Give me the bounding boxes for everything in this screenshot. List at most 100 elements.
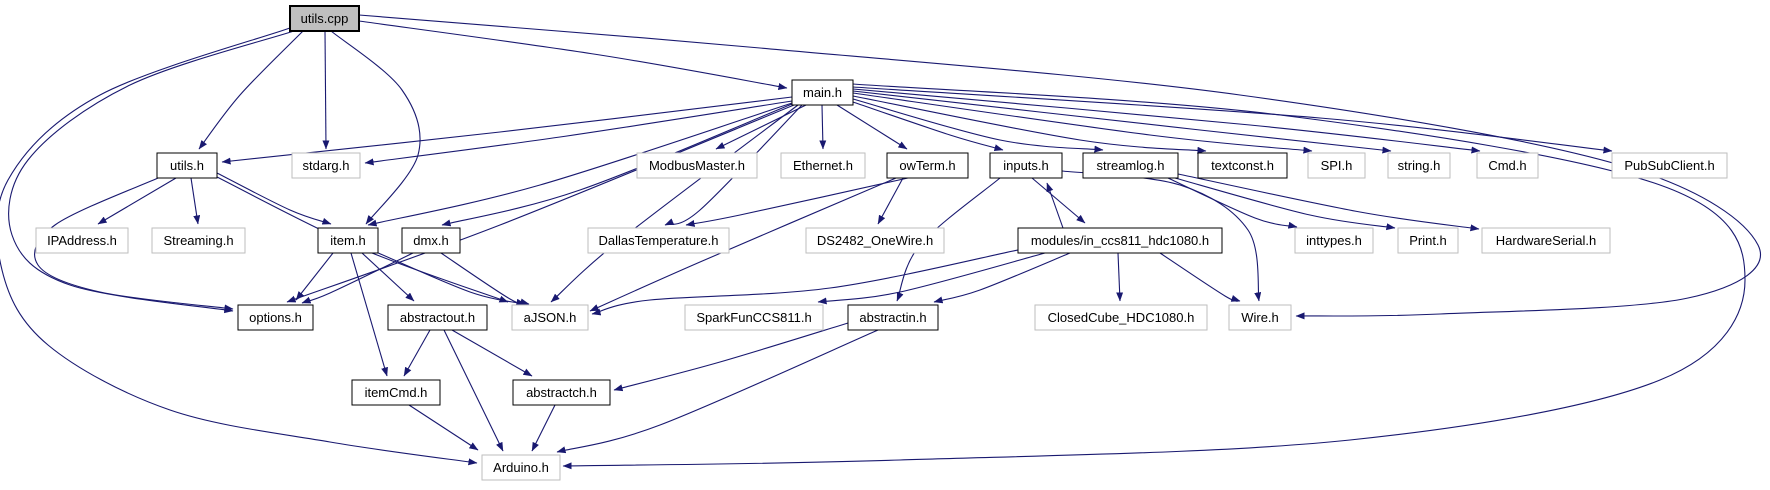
- node-box-utils_h[interactable]: [156, 152, 218, 179]
- node-abstractout_h[interactable]: abstractout.h: [387, 304, 488, 331]
- node-owterm_h[interactable]: owTerm.h: [886, 152, 969, 179]
- node-hardwareserial_h: HardwareSerial.h: [1481, 227, 1611, 254]
- edge-item_h--options_h: [295, 252, 334, 301]
- edge-abstractout_h--abstractch_h: [451, 329, 533, 377]
- node-box-wire_h: [1228, 304, 1292, 331]
- node-box-dmx_h[interactable]: [401, 227, 461, 254]
- node-box-textconst_h[interactable]: [1197, 152, 1288, 179]
- node-box-utils_cpp: [289, 5, 360, 32]
- edge-main_h--ethernet_h: [819, 104, 827, 150]
- node-itemcmd_h[interactable]: itemCmd.h: [351, 379, 441, 406]
- edge-main_h--textconst_h: [852, 95, 1207, 154]
- edge-modules_in_ccs811_hdc1080_h--wire_h: [1159, 252, 1241, 302]
- node-abstractch_h[interactable]: abstractch.h: [512, 379, 611, 406]
- node-label-main_h: main.h: [803, 85, 842, 100]
- node-box-stdarg_h: [291, 152, 361, 179]
- node-box-abstractout_h[interactable]: [387, 304, 488, 331]
- edge-utils_cpp--stdarg_h: [322, 30, 330, 150]
- node-label-sparkfunccs811_h: SparkFunCCS811.h: [696, 310, 811, 325]
- node-label-dmx_h: dmx.h: [413, 233, 448, 248]
- edge-inputs_h--modules_in_ccs811_hdc1080_h: [1031, 177, 1086, 224]
- edge-utils_cpp--main_h: [358, 20, 788, 90]
- node-box-ipaddress_h: [35, 227, 129, 254]
- edge-main_h--modbusmaster_h: [715, 104, 807, 150]
- node-label-closedcube_hdc1080_h: ClosedCube_HDC1080.h: [1048, 310, 1195, 325]
- node-textconst_h[interactable]: textconst.h: [1197, 152, 1288, 179]
- node-box-dallastemperature_h: [587, 227, 730, 254]
- node-closedcube_hdc1080_h: ClosedCube_HDC1080.h: [1034, 304, 1208, 331]
- edge-itemcmd_h--arduino_h: [408, 404, 479, 451]
- edge-main_h--string_h: [852, 90, 1392, 154]
- node-label-pubsubclient_h: PubSubClient.h: [1624, 158, 1714, 173]
- edge-utils_cpp--arduino_h: [0, 27, 478, 466]
- node-label-item_h: item.h: [330, 233, 365, 248]
- node-item_h[interactable]: item.h: [317, 227, 379, 254]
- edge-streamlog_h--inttypes_h: [1167, 177, 1298, 229]
- edge-item_h--itemcmd_h: [350, 252, 388, 377]
- node-box-streaming_h: [151, 227, 246, 254]
- node-label-arduino_h: Arduino.h: [493, 460, 549, 475]
- node-utils_cpp: utils.cpp: [289, 5, 360, 32]
- node-box-inttypes_h: [1294, 227, 1374, 254]
- node-label-stdarg_h: stdarg.h: [303, 158, 350, 173]
- edge-main_h--dallastemperature_h: [664, 104, 803, 226]
- node-box-abstractch_h[interactable]: [512, 379, 611, 406]
- edge-dmx_h--ajson_h: [440, 252, 530, 306]
- node-dallastemperature_h: DallasTemperature.h: [587, 227, 730, 254]
- edge-main_h--item_h: [367, 102, 793, 227]
- node-abstractin_h[interactable]: abstractin.h: [847, 304, 939, 331]
- node-cmd_h: Cmd.h: [1476, 152, 1539, 179]
- node-box-options_h[interactable]: [237, 304, 314, 331]
- edge-owterm_h--ajson_h: [589, 177, 897, 312]
- edge-main_h--cmd_h: [852, 88, 1481, 154]
- edge-modules_in_ccs811_hdc1080_h--ajson_h: [591, 249, 1019, 316]
- node-box-itemcmd_h[interactable]: [351, 379, 441, 406]
- node-inputs_h[interactable]: inputs.h: [989, 152, 1063, 179]
- edge-abstractin_h--abstractch_h: [613, 322, 849, 392]
- node-box-inputs_h[interactable]: [989, 152, 1063, 179]
- node-box-abstractin_h[interactable]: [847, 304, 939, 331]
- node-box-main_h[interactable]: [791, 79, 854, 106]
- node-label-utils_cpp: utils.cpp: [301, 11, 349, 26]
- edge-utils_h--streaming_h: [190, 177, 201, 225]
- node-label-inputs_h: inputs.h: [1003, 158, 1049, 173]
- edge-main_h--spi_h: [852, 92, 1313, 154]
- node-streaming_h: Streaming.h: [151, 227, 246, 254]
- node-box-streamlog_h[interactable]: [1082, 152, 1179, 179]
- edge-main_h--ajson_h: [550, 104, 799, 303]
- edge-utils_h--options_h: [34, 177, 234, 312]
- edge-abstractout_h--itemcmd_h: [403, 329, 431, 377]
- node-main_h[interactable]: main.h: [791, 79, 854, 106]
- node-box-modules_in_ccs811_hdc1080_h[interactable]: [1017, 227, 1223, 254]
- node-label-print_h: Print.h: [1409, 233, 1447, 248]
- edge-item_h--ajson_h: [375, 251, 526, 306]
- node-streamlog_h[interactable]: streamlog.h: [1082, 152, 1179, 179]
- node-label-string_h: string.h: [1398, 158, 1441, 173]
- node-dmx_h[interactable]: dmx.h: [401, 227, 461, 254]
- node-string_h: string.h: [1387, 152, 1451, 179]
- edge-modules_in_ccs811_hdc1080_h--closedcube_hdc1080_h: [1116, 252, 1124, 302]
- node-box-item_h[interactable]: [317, 227, 379, 254]
- edge-main_h--streamlog_h: [852, 98, 1104, 153]
- node-box-ajson_h: [511, 304, 589, 331]
- node-options_h[interactable]: options.h: [237, 304, 314, 331]
- node-modules_in_ccs811_hdc1080_h[interactable]: modules/in_ccs811_hdc1080.h: [1017, 227, 1223, 254]
- edge-utils_cpp--utils_h: [198, 30, 304, 150]
- edge-main_h--owterm_h: [836, 104, 908, 150]
- node-label-wire_h: Wire.h: [1241, 310, 1279, 325]
- edge-main_h--dmx_h: [441, 103, 793, 227]
- node-label-itemcmd_h: itemCmd.h: [365, 385, 428, 400]
- edge-modules_in_ccs811_hdc1080_h--sparkfunccs811_h: [817, 252, 1046, 305]
- node-label-abstractin_h: abstractin.h: [859, 310, 926, 325]
- node-stdarg_h: stdarg.h: [291, 152, 361, 179]
- edge-owterm_h--ds2482_onewire_h: [877, 177, 904, 225]
- node-label-cmd_h: Cmd.h: [1488, 158, 1526, 173]
- node-box-closedcube_hdc1080_h: [1034, 304, 1208, 331]
- node-utils_h[interactable]: utils.h: [156, 152, 218, 179]
- edge-utils_cpp--item_h: [330, 30, 421, 225]
- edge-main_h--arduino_h: [562, 83, 1746, 470]
- node-box-owterm_h[interactable]: [886, 152, 969, 179]
- node-label-streaming_h: Streaming.h: [163, 233, 233, 248]
